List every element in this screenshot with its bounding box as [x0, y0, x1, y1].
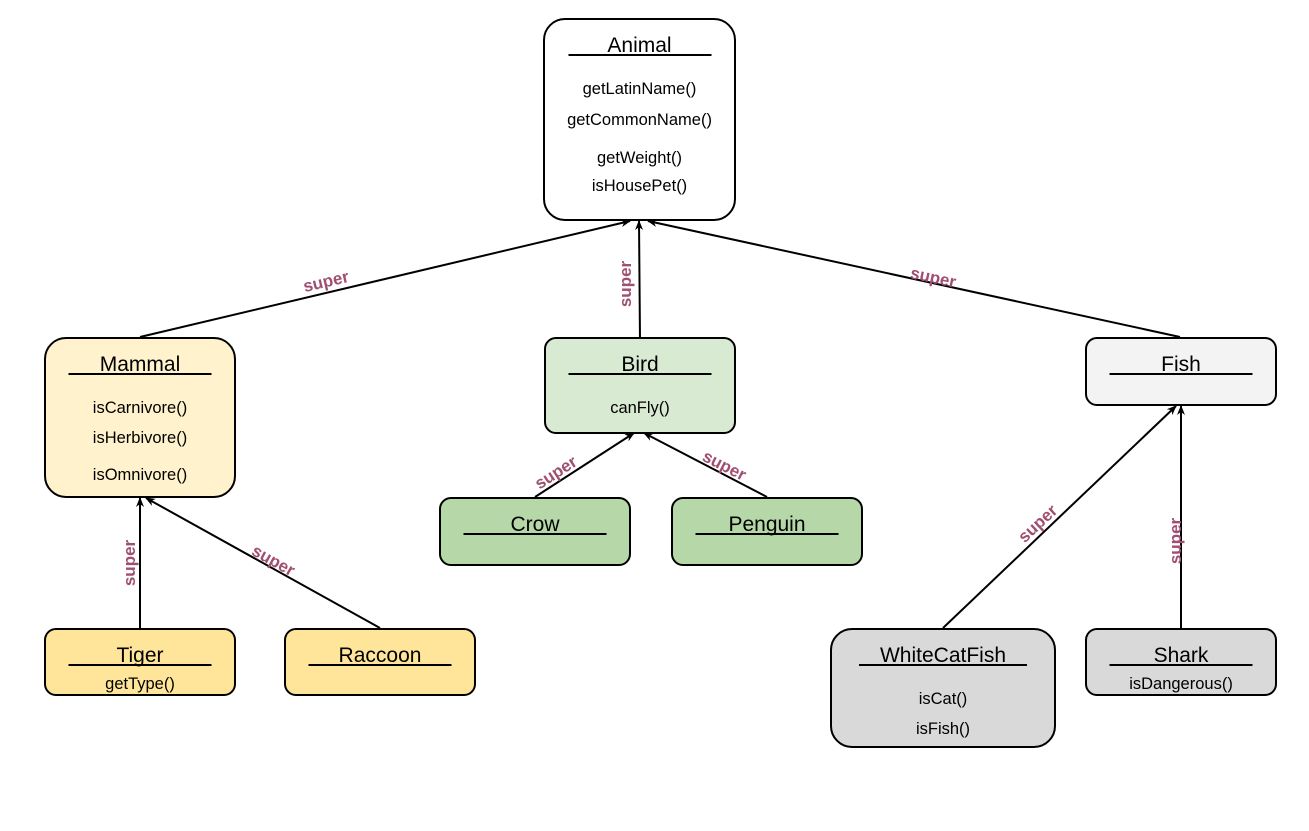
class-title-underline: [1109, 373, 1253, 375]
class-title-underline: [68, 664, 212, 666]
class-title-underline: [463, 533, 607, 535]
class-title: Raccoon: [338, 644, 422, 667]
method: getCommonName(): [567, 111, 712, 129]
edge-whitecatfish-fish: [942, 405, 1177, 629]
class-title: Penguin: [728, 513, 806, 536]
edge-mammal-animal: [139, 219, 631, 338]
method: getType(): [105, 675, 175, 693]
method: isHousePet(): [591, 177, 688, 195]
class-title: Animal: [607, 34, 672, 57]
method: isCarnivore(): [92, 399, 188, 417]
edge-raccoon-mammal: [145, 497, 381, 629]
class-title-underline: [68, 373, 212, 375]
edge-label-bird-animal: super: [616, 260, 636, 308]
method: isDangerous(): [1129, 675, 1233, 693]
method: isOmnivore(): [92, 466, 188, 484]
class-title: Tiger: [116, 644, 164, 667]
class-title: Bird: [621, 353, 659, 376]
edge-bird-animal: [635, 220, 644, 341]
class-title: Shark: [1153, 644, 1209, 667]
class-title: Mammal: [99, 353, 181, 376]
class-node-fish[interactable]: Fish: [1085, 337, 1277, 406]
method: canFly(): [610, 399, 670, 417]
method: isCat(): [918, 690, 968, 708]
edge-label-shark-fish: super: [1166, 517, 1186, 565]
class-title-underline: [1109, 664, 1253, 666]
method: getLatinName(): [582, 80, 697, 98]
method: getWeight(): [597, 149, 682, 167]
class-title-underline: [308, 664, 452, 666]
class-node-penguin[interactable]: Penguin: [671, 497, 863, 566]
method: isFish(): [915, 720, 971, 738]
edge-crow-bird: [534, 432, 635, 498]
method: isHerbivore(): [92, 429, 188, 447]
class-node-crow[interactable]: Crow: [439, 497, 631, 566]
class-title-underline: [568, 54, 711, 56]
class-title-underline: [695, 533, 839, 535]
class-title: Crow: [510, 513, 560, 536]
class-node-whitecatfish[interactable]: WhiteCatFish isCat() isFish(): [830, 628, 1056, 748]
class-node-shark[interactable]: Shark isDangerous(): [1085, 628, 1277, 696]
class-title: WhiteCatFish: [879, 644, 1007, 667]
class-node-animal[interactable]: Animal getLatinName() getCommonName() ge…: [543, 18, 736, 221]
class-node-raccoon[interactable]: Raccoon: [284, 628, 476, 696]
class-title: Fish: [1161, 353, 1201, 376]
edge-fish-animal: [647, 219, 1181, 338]
class-node-tiger[interactable]: Tiger getType(): [44, 628, 236, 696]
edge-label-tiger-mammal: super: [120, 539, 140, 587]
class-node-bird[interactable]: Bird canFly(): [544, 337, 736, 434]
class-node-mammal[interactable]: Mammal isCarnivore() isHerbivore() isOmn…: [44, 337, 236, 498]
class-title-underline: [859, 664, 1027, 666]
edge-penguin-bird: [643, 432, 768, 498]
class-title-underline: [568, 373, 712, 375]
